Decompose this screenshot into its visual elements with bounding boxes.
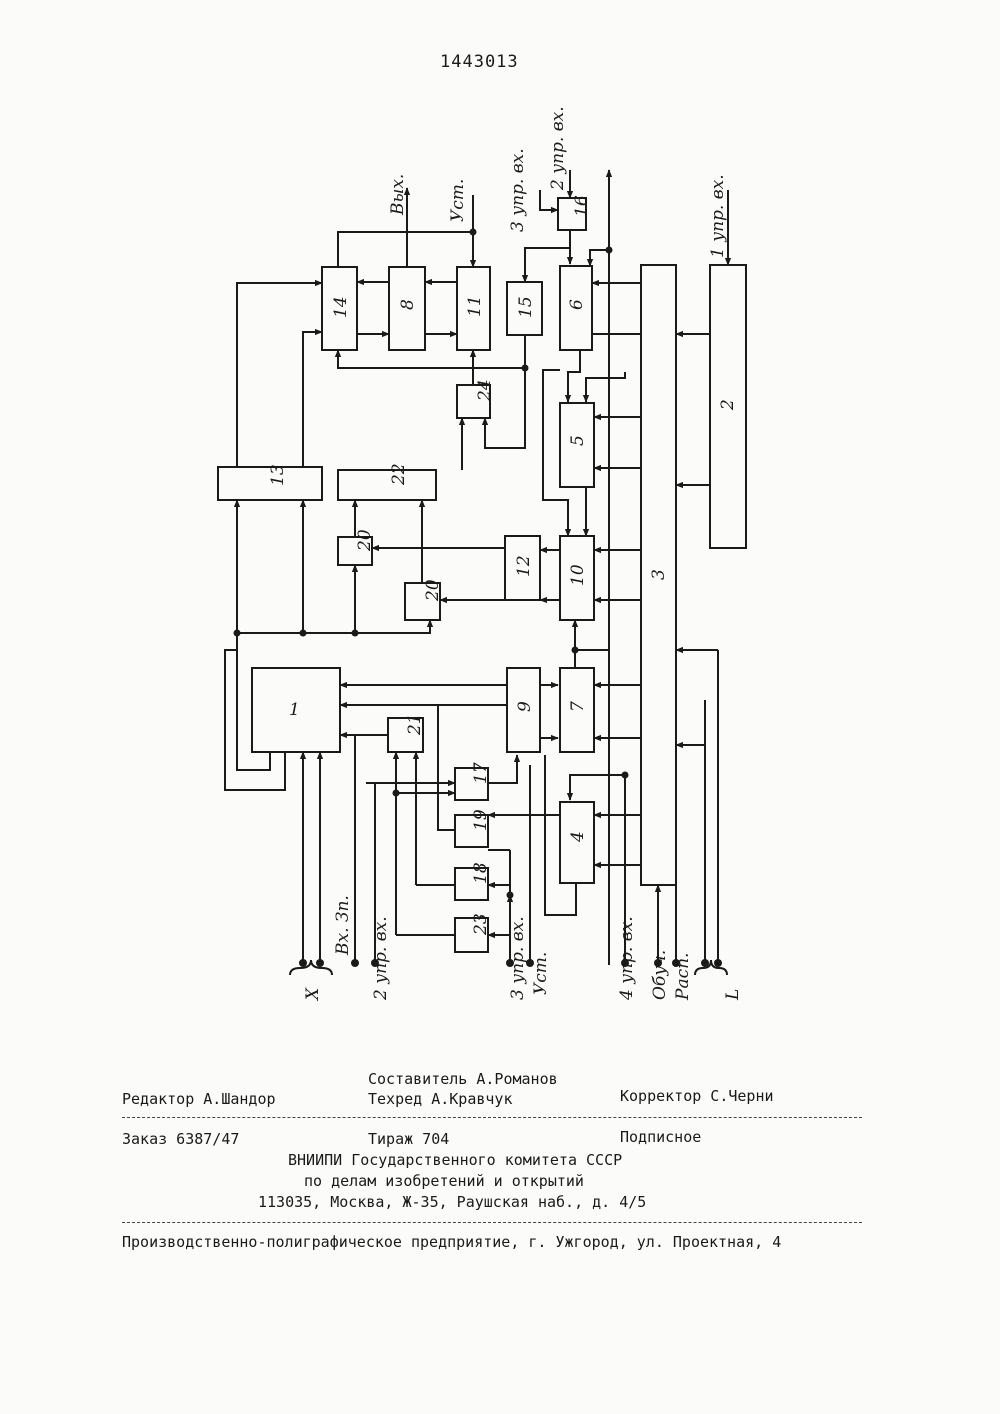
block-20-upper: 20 bbox=[338, 529, 375, 565]
block-17-label: 17 bbox=[471, 762, 491, 784]
block-7-label: 7 bbox=[568, 701, 588, 712]
block-24: 24 bbox=[457, 379, 495, 418]
block-2-label: 2 bbox=[718, 399, 738, 411]
block-18-label: 18 bbox=[471, 862, 491, 884]
block-20-lower: 20 bbox=[405, 579, 443, 620]
printer: Производственно-полиграфическое предприя… bbox=[122, 1233, 781, 1251]
brace-l bbox=[695, 960, 727, 975]
label-ctrl2-top: 2 упр. вх. bbox=[548, 106, 568, 191]
block-1-label: 1 bbox=[289, 700, 300, 720]
label-l: L bbox=[723, 989, 743, 1001]
corrector: Корректор С.Черни bbox=[620, 1087, 774, 1105]
org-line-2: по делам изобретений и открытий bbox=[304, 1172, 584, 1190]
block-2: 2 bbox=[710, 265, 746, 548]
label-set-top: Уст. bbox=[448, 179, 468, 222]
block-3-label: 3 bbox=[649, 569, 669, 580]
block-8: 8 bbox=[389, 267, 425, 350]
divider-2 bbox=[122, 1222, 862, 1223]
block-6-label: 6 bbox=[567, 299, 587, 310]
block-5: 5 bbox=[560, 403, 594, 487]
block-5-label: 5 bbox=[568, 435, 588, 446]
label-ctrl2-bottom: 2 упр. вх. bbox=[371, 916, 391, 1001]
block-11: 11 bbox=[457, 267, 490, 350]
block-21-label: 21 bbox=[405, 713, 425, 736]
block-diagram: 1 2 3 4 5 6 7 8 bbox=[0, 0, 1000, 1040]
label-x: X bbox=[303, 987, 323, 1002]
label-ctrl4: 4 упр. вх. bbox=[617, 916, 637, 1001]
label-ctrl3-top: 3 упр. вх. bbox=[508, 148, 528, 232]
block-7: 7 bbox=[560, 668, 594, 752]
block-10: 10 bbox=[560, 536, 594, 620]
block-14: 14 bbox=[322, 267, 357, 350]
block-10-label: 10 bbox=[568, 564, 588, 586]
techred: Техред А.Кравчук bbox=[368, 1090, 513, 1108]
block-23: 23 bbox=[455, 913, 491, 952]
block-6: 6 bbox=[560, 266, 592, 350]
circulation: Тираж 704 bbox=[368, 1130, 449, 1148]
block-20-lower-label: 20 bbox=[423, 579, 443, 602]
label-recog: Расп. bbox=[673, 953, 693, 1001]
block-22-label: 22 bbox=[389, 463, 409, 486]
label-out: Вых. bbox=[388, 174, 408, 216]
block-9-label: 9 bbox=[515, 701, 535, 712]
block-13-label: 13 bbox=[268, 464, 288, 486]
editor: Редактор А.Шандор bbox=[122, 1090, 276, 1108]
block-11-label: 11 bbox=[465, 295, 485, 317]
subscription: Подписное bbox=[620, 1128, 701, 1146]
block-4: 4 bbox=[560, 802, 594, 883]
brace-x bbox=[290, 960, 332, 975]
block-12-label: 12 bbox=[514, 555, 534, 577]
block-8-label: 8 bbox=[398, 299, 418, 310]
address: 113035, Москва, Ж-35, Раушская наб., д. … bbox=[258, 1193, 646, 1211]
block-9: 9 bbox=[507, 668, 540, 752]
block-1: 1 bbox=[252, 668, 340, 752]
label-set-bottom: Уст. bbox=[531, 952, 551, 995]
divider-1 bbox=[122, 1117, 862, 1118]
block-22: 22 bbox=[338, 463, 436, 500]
block-12: 12 bbox=[505, 536, 540, 600]
block-24-label: 24 bbox=[475, 379, 495, 402]
block-21: 21 bbox=[388, 713, 425, 752]
order: Заказ 6387/47 bbox=[122, 1130, 239, 1148]
block-16: 16 bbox=[558, 195, 592, 230]
block-17: 17 bbox=[455, 762, 491, 800]
block-19-label: 19 bbox=[471, 809, 491, 831]
block-15-label: 15 bbox=[516, 296, 536, 318]
block-20-upper-label: 20 bbox=[355, 529, 375, 552]
label-train: Обуч. bbox=[650, 950, 670, 1000]
compiler: Составитель А.Романов bbox=[368, 1070, 558, 1088]
block-4-label: 4 bbox=[568, 831, 588, 843]
org-line-1: ВНИИПИ Государственного комитета СССР bbox=[288, 1151, 622, 1169]
label-ctrl1: 1 упр. вх. bbox=[708, 174, 728, 258]
label-ctrl3-bottom: 3 упр. вх. bbox=[508, 916, 528, 1000]
block-3: 3 bbox=[641, 265, 676, 885]
block-16-label: 16 bbox=[572, 195, 592, 217]
label-write-in: Вх. Зп. bbox=[333, 895, 353, 956]
block-15: 15 bbox=[507, 282, 542, 335]
block-13: 13 bbox=[218, 464, 322, 500]
block-18: 18 bbox=[455, 862, 491, 900]
block-14-label: 14 bbox=[331, 296, 351, 318]
block-23-label: 23 bbox=[471, 913, 491, 936]
block-19: 19 bbox=[455, 809, 491, 847]
